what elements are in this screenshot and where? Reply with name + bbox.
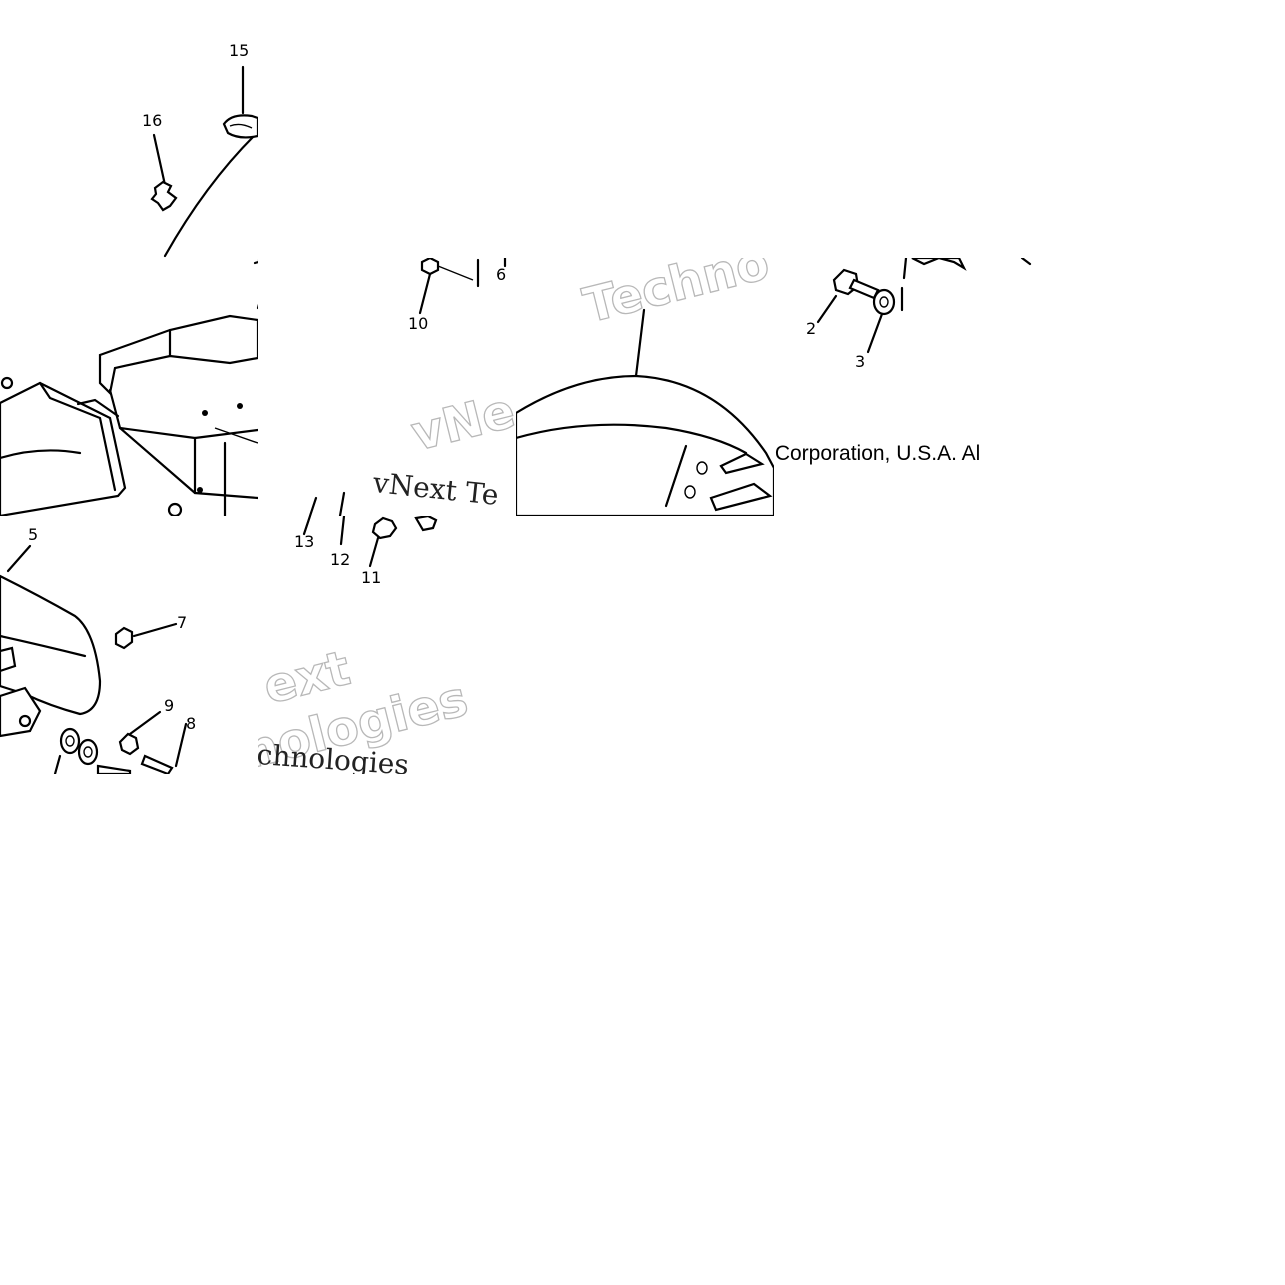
diagram-tile-top-left: 15 16 [0,0,258,258]
callout-3: 3 [855,352,866,371]
callout-7: 7 [177,613,188,632]
diagram-tile-center-right: Techno [516,258,774,516]
bolt-icon [832,268,880,300]
callout-13: 13 [294,532,315,551]
rear-fender-drawing [516,308,774,516]
front-fender-drawing [0,544,188,774]
bolt-washer-drawing [816,258,1032,354]
fender-edge-drawing [150,65,258,258]
washer-icon [872,288,896,316]
copyright-text: r Corporation, U.S.A. Al [774,442,981,465]
small-parts-drawing [308,258,507,516]
diagram-tile-middle-left: ?e [0,258,258,516]
callout-9: 9 [164,696,175,715]
callout-16: 16 [142,111,163,130]
callout-5: 5 [28,525,39,544]
fender-covers-drawing: ?e [0,258,258,516]
callout-10: 10 [408,314,429,333]
callout-12: 12 [330,550,351,569]
callout-15: 15 [229,41,250,60]
diagram-tile-bottom-left: 5 7 9 8 [0,516,258,774]
diagram-tile-right: 2 3 r Corporation, U.S.A. Al [774,258,1032,516]
callout-8: 8 [186,714,197,733]
small-parts-lower-drawing [302,516,438,568]
callout-2: 2 [806,319,817,338]
callout-11: 11 [361,568,382,587]
svg-text:?e: ?e [257,258,258,271]
callout-6: 6 [496,265,507,284]
diagram-tile-center: vNe vNext Te 10 6 [258,258,516,516]
diagram-tile-center-lower: 13 12 11 ext nologies chnologies [258,516,516,774]
